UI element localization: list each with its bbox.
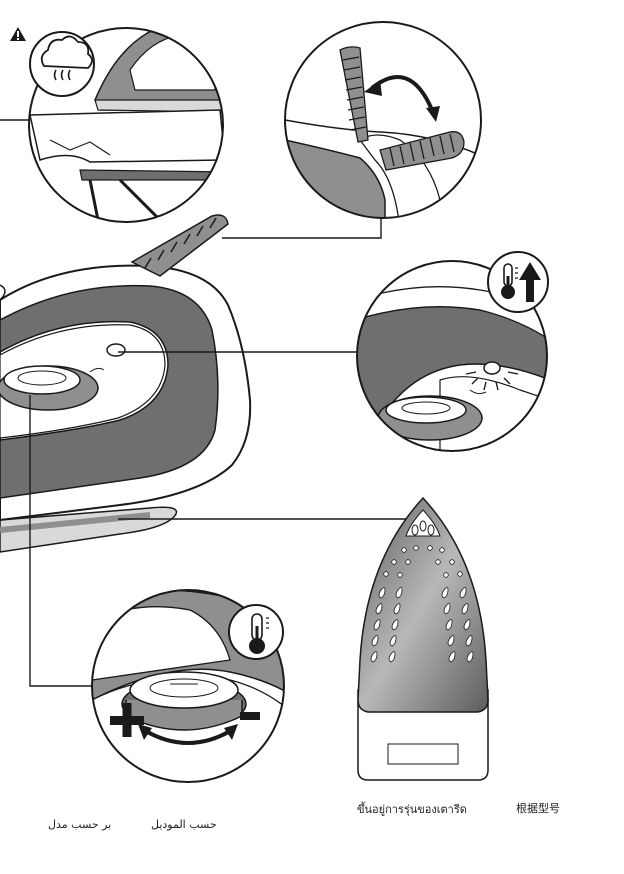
soleplate-view	[358, 498, 488, 780]
caption-arabic-2: حسب الموديل	[151, 818, 217, 831]
caption-thai: ขึ้นอยู่การรุ่นของเตารีด	[357, 800, 467, 818]
cord-detail-circle	[285, 22, 490, 230]
steam-cloud-icon	[30, 32, 94, 96]
warning-icon	[10, 27, 26, 41]
thermometer-up-icon	[488, 252, 548, 312]
main-iron-indicator-light	[107, 344, 125, 356]
temperature-dial	[130, 672, 238, 708]
main-iron	[0, 215, 250, 552]
indicator-light	[484, 362, 500, 374]
thermometer-icon	[229, 605, 283, 659]
main-iron-dial	[4, 366, 80, 394]
caption-chinese: 根据型号	[516, 800, 560, 816]
minus-icon	[240, 712, 260, 720]
main-iron-cord-sleeve	[132, 215, 228, 276]
caption-arabic-1: بر حسب مدل	[48, 818, 111, 831]
